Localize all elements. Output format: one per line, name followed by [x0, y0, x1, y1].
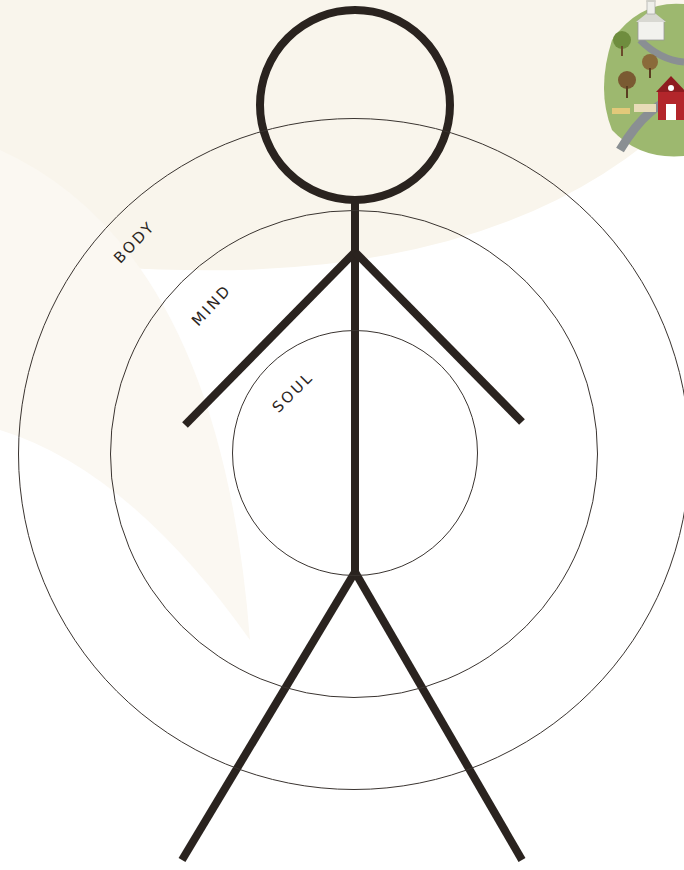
stick-head — [260, 10, 450, 200]
ring-label: MIND — [189, 282, 234, 329]
village-illustration — [604, 0, 684, 156]
stick-leg — [355, 572, 522, 860]
stick-leg — [182, 572, 355, 860]
circle-outline — [232, 330, 478, 576]
stick-arm — [185, 252, 355, 425]
circle-outline — [110, 210, 598, 698]
ring-label: BODY — [112, 218, 159, 266]
mind-circle: MIND SOUL — [110, 210, 598, 698]
ring-label: SOUL — [270, 369, 316, 415]
stick-arm — [355, 252, 522, 422]
circle-outline — [18, 118, 684, 790]
soul-circle: SOUL — [232, 330, 478, 576]
body-circle: BODY MIND SOUL — [18, 118, 684, 790]
